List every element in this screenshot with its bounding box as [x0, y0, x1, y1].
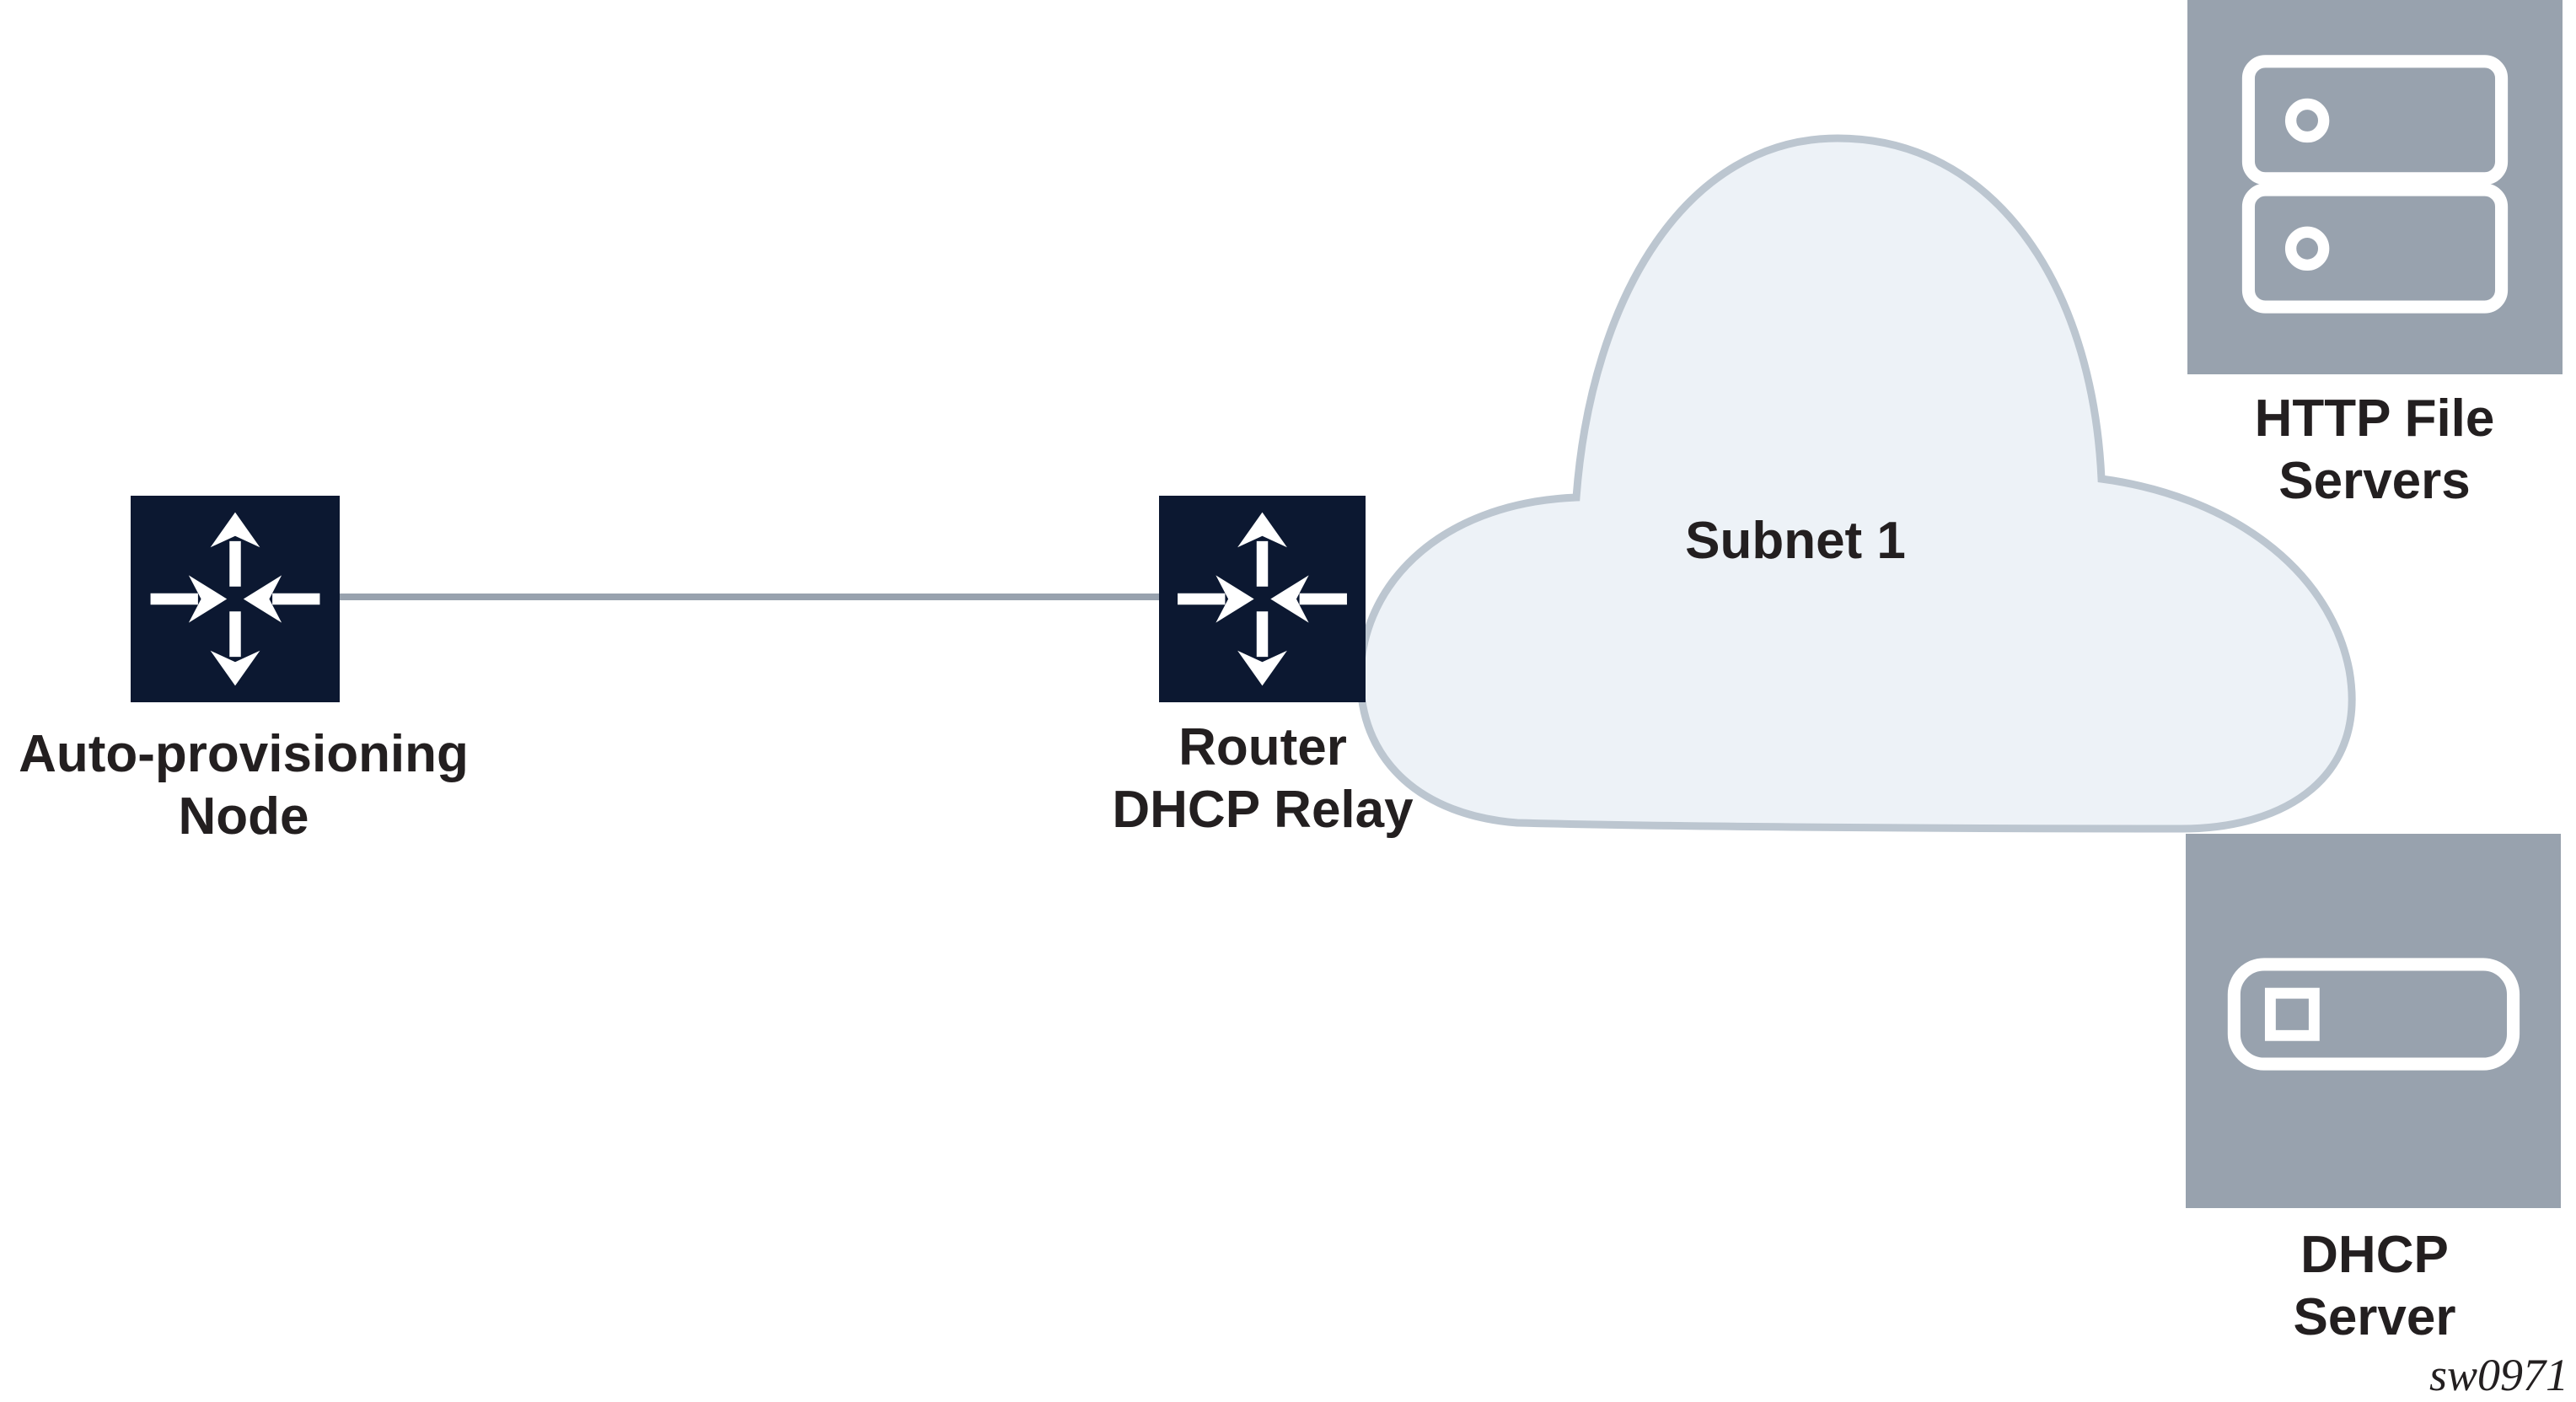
figure-watermark: sw0971 [2428, 1350, 2568, 1400]
label-line: Router [1178, 718, 1347, 776]
router-dhcp-relay-node [1159, 496, 1366, 702]
auto-provisioning-node [131, 496, 340, 702]
server-stack-icon [2241, 55, 2509, 314]
label-line: Node [178, 787, 309, 846]
label-line: DHCP [2300, 1226, 2449, 1284]
link-line [340, 594, 1159, 600]
label-line: Servers [2278, 452, 2471, 511]
label-line: Server [2293, 1288, 2456, 1347]
dhcp-server-label: DHCP Server [2293, 1224, 2455, 1350]
server-icon [2227, 958, 2520, 1071]
router-icon [150, 512, 320, 686]
cloud-icon [1356, 134, 2356, 833]
label-line: DHCP Relay [1112, 781, 1414, 840]
label-line: HTTP File [2254, 389, 2495, 448]
subnet-label: Subnet 1 [1685, 512, 1906, 570]
label-line: Auto-provisioning [19, 725, 469, 783]
router-icon [1178, 512, 1347, 686]
dhcp-server-box [2186, 834, 2561, 1208]
auto-provisioning-node-label: Auto-provisioning Node [19, 723, 469, 849]
router-dhcp-relay-label: Router DHCP Relay [1112, 717, 1413, 842]
http-file-servers-box [2187, 0, 2563, 374]
http-file-servers-label: HTTP File Servers [2255, 388, 2495, 513]
